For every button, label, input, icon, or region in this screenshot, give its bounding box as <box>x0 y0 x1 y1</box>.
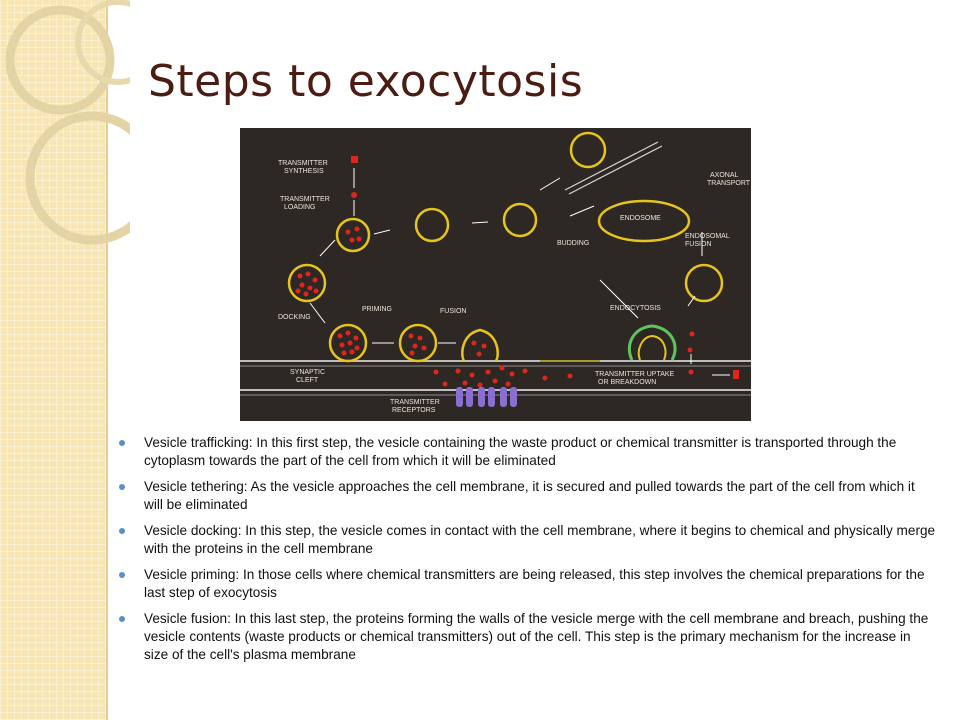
label-docking: DOCKING <box>278 314 311 321</box>
svg-text:CLEFT: CLEFT <box>296 377 319 384</box>
vesicles <box>287 131 724 363</box>
svg-text:SYNTHESIS: SYNTHESIS <box>284 168 324 175</box>
svg-text:RECEPTORS: RECEPTORS <box>392 407 436 414</box>
transmitter-receptors-shape <box>456 387 517 407</box>
transmitter-molecules <box>295 156 739 388</box>
microtubule <box>564 141 659 191</box>
decorative-circles <box>5 0 130 245</box>
sidebar-edge <box>106 0 108 720</box>
svg-text:OR BREAKDOWN: OR BREAKDOWN <box>598 379 656 386</box>
label-axonal-transport: AXONAL <box>710 172 739 179</box>
bullet-icon <box>119 440 125 446</box>
label-endosome: ENDOSOME <box>620 215 661 222</box>
label-endocytosis: ENDOCYTOSIS <box>610 305 661 312</box>
slide-title: Steps to exocytosis <box>148 56 584 107</box>
fusion-vesicle <box>461 328 499 362</box>
label-endosomal-fusion: ENDOSOMAL <box>685 233 730 240</box>
list-item: Vesicle docking: In this step, the vesic… <box>116 522 936 558</box>
label-synaptic-cleft: SYNAPTIC <box>290 369 325 376</box>
bullet-icon <box>119 528 125 534</box>
bullet-icon <box>119 572 125 578</box>
list-item: Vesicle priming: In those cells where ch… <box>116 566 936 602</box>
label-fusion: FUSION <box>440 308 466 315</box>
svg-text:LOADING: LOADING <box>284 204 316 211</box>
steps-list: Vesicle trafficking: In this first step,… <box>116 434 936 672</box>
process-arrows <box>309 168 730 376</box>
label-budding: BUDDING <box>557 240 589 247</box>
label-transmitter-loading: TRANSMITTER <box>280 196 330 203</box>
list-item: Vesicle trafficking: In this first step,… <box>116 434 936 470</box>
bullet-icon <box>119 484 125 490</box>
list-item: Vesicle fusion: In this last step, the p… <box>116 610 936 664</box>
svg-text:FUSION: FUSION <box>685 241 711 248</box>
label-transmitter-synthesis: TRANSMITTER <box>278 160 328 167</box>
exocytosis-diagram: TRANSMITTER SYNTHESIS TRANSMITTER LOADIN… <box>240 128 751 421</box>
endocytosis-pit <box>627 324 677 361</box>
svg-text:TRANSPORT: TRANSPORT <box>707 180 751 187</box>
bullet-icon <box>119 616 125 622</box>
cell-membrane <box>240 360 751 396</box>
label-transmitter-uptake: TRANSMITTER UPTAKE <box>595 371 675 378</box>
label-transmitter-receptors: TRANSMITTER <box>390 399 440 406</box>
label-priming: PRIMING <box>362 306 392 313</box>
list-item: Vesicle tethering: As the vesicle approa… <box>116 478 936 514</box>
